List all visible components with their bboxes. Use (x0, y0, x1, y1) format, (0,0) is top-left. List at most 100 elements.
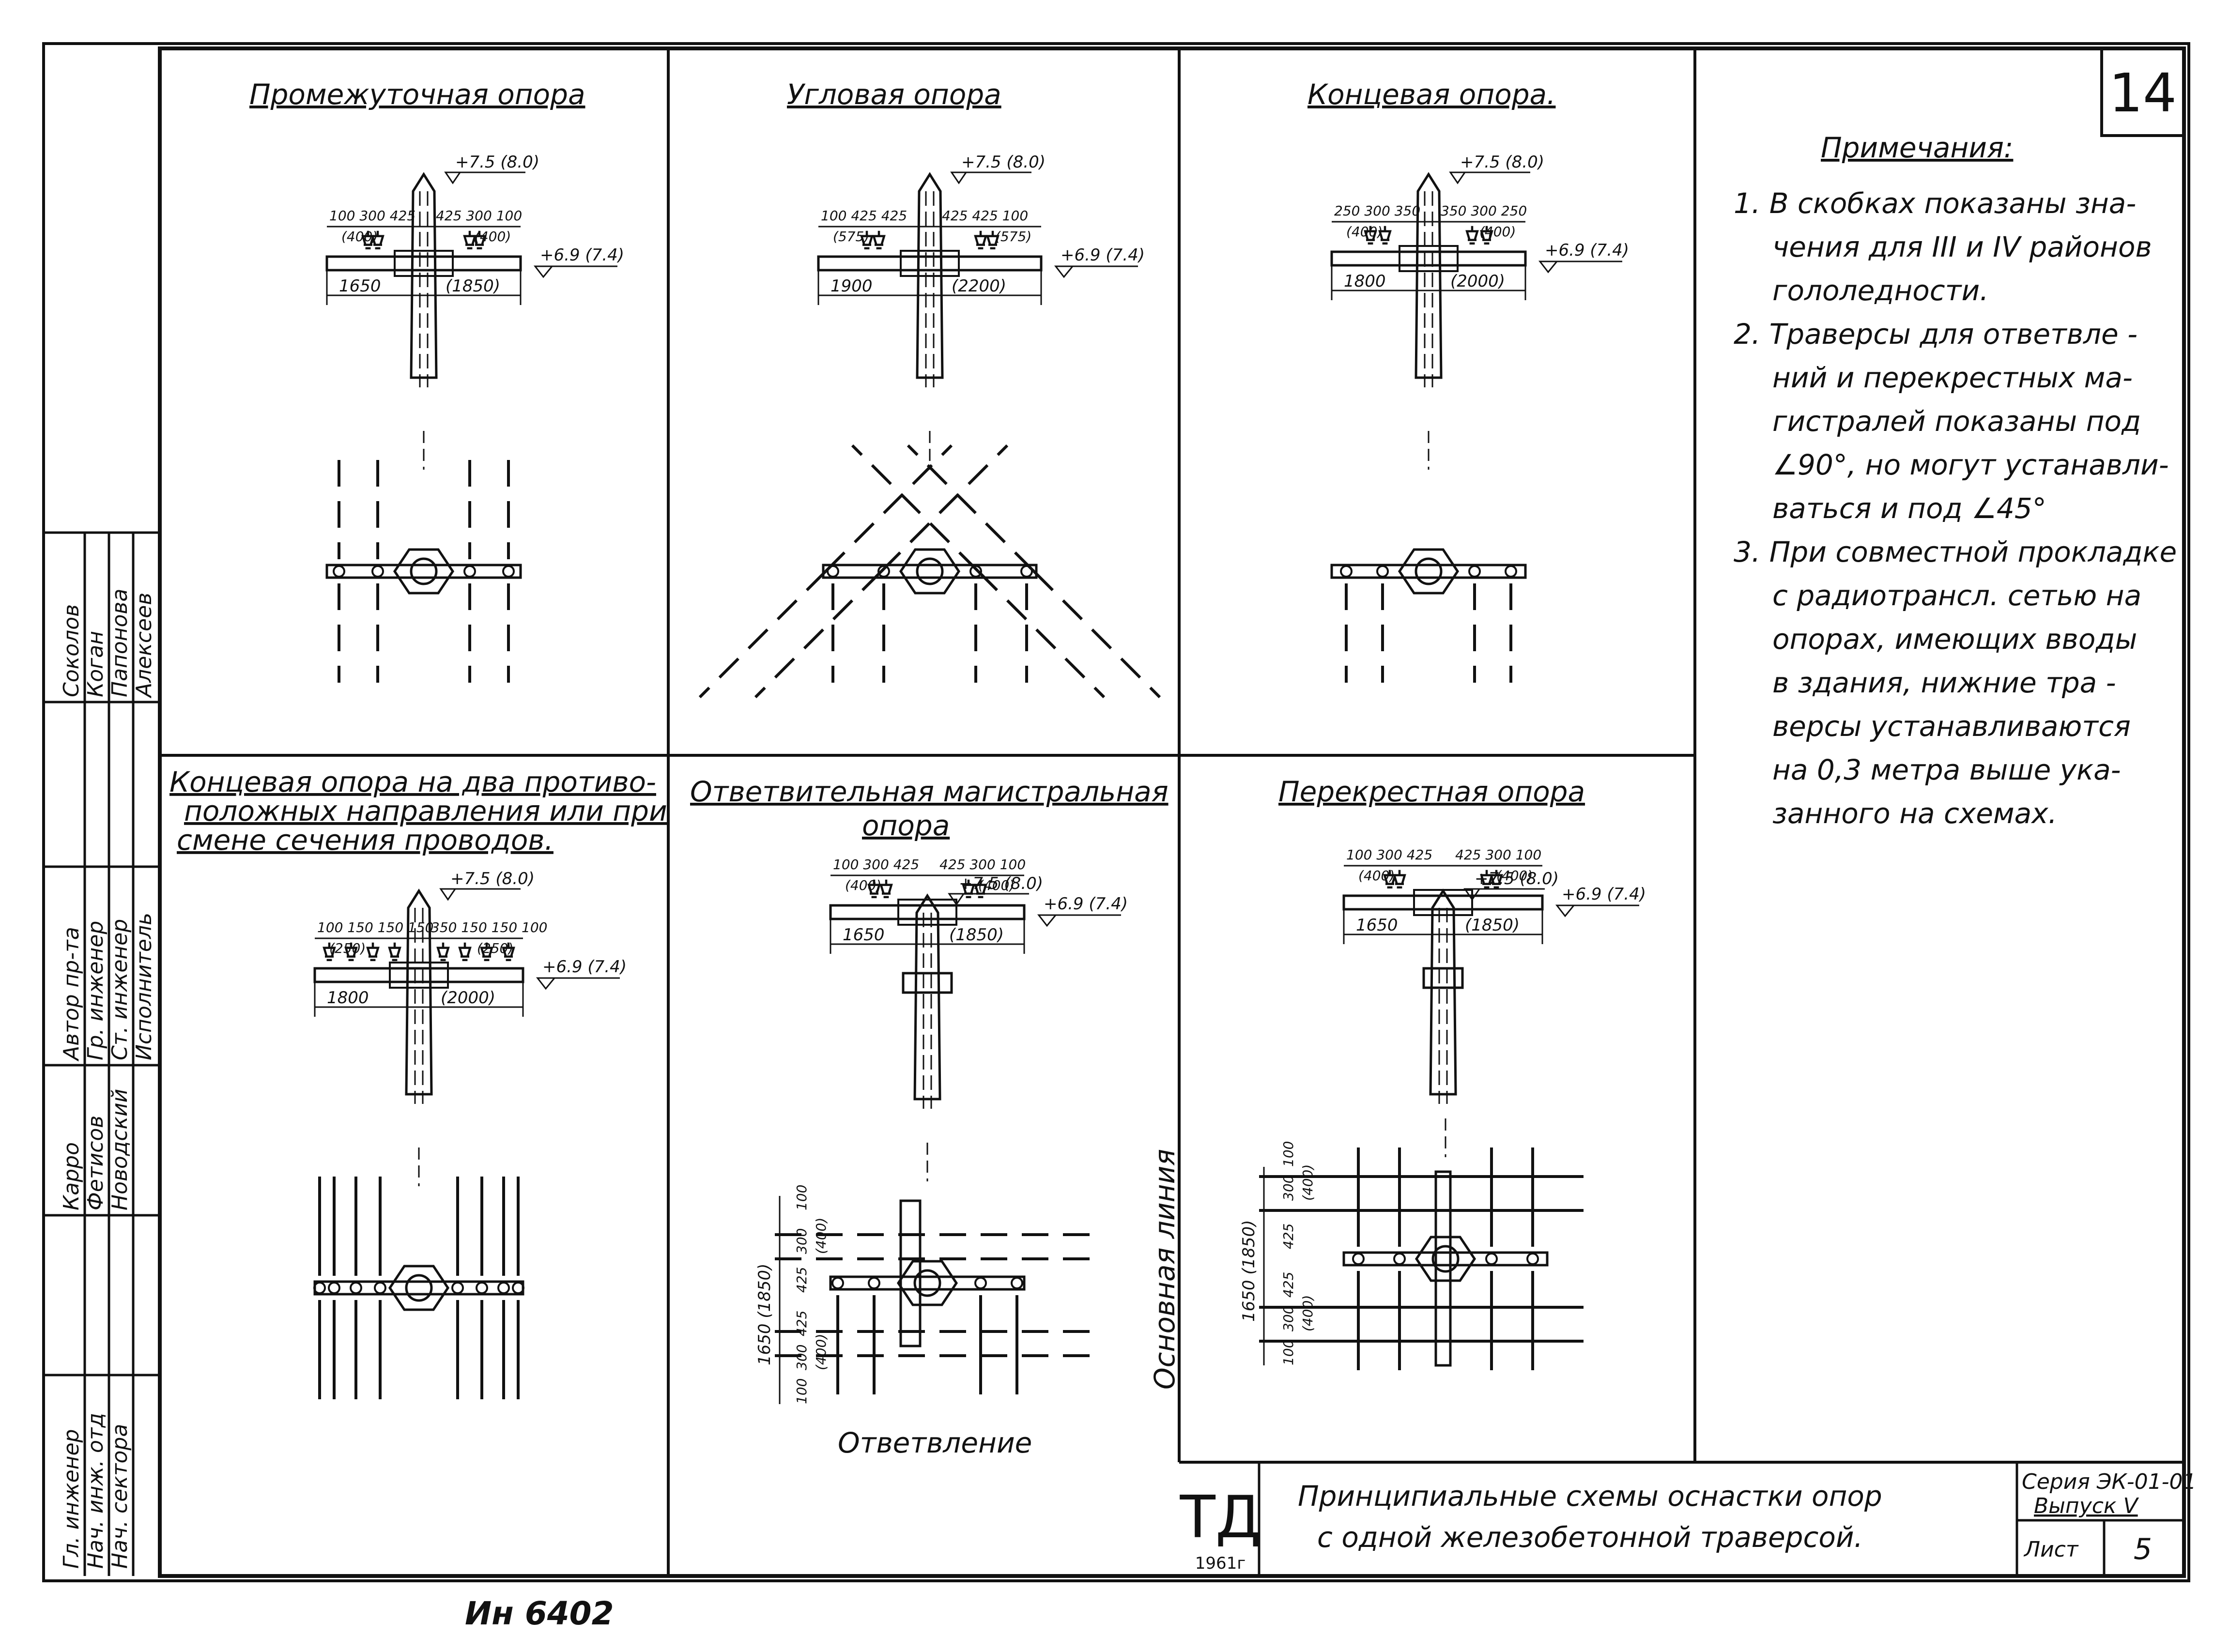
dimension-alt-right: (400) (978, 877, 1015, 893)
elevation-top: +7.5 (8.0) (959, 874, 1043, 893)
crossarm (817, 255, 1043, 272)
width-right: (2200) (952, 276, 1006, 296)
vd-b: 300 (1280, 1175, 1296, 1201)
elevation-top: +7.5 (8.0) (1460, 153, 1544, 172)
insulator-plan (313, 1282, 326, 1294)
dimension-left: 100 300 425 (833, 857, 919, 872)
stamp-name: Фетисов (83, 1116, 108, 1210)
elevation-top: +7.5 (8.0) (961, 153, 1046, 172)
elevation-top: +7.5 (8.0) (455, 153, 539, 172)
width-right: (2000) (441, 988, 495, 1008)
dimension-left: 100 150 150 150 (317, 919, 433, 935)
crossarm-plan (1330, 564, 1527, 579)
crossarm-clamp-lower (1422, 967, 1464, 989)
wire (1032, 570, 1161, 699)
vd-f: 100 (794, 1378, 810, 1404)
insulator-plan (333, 565, 345, 578)
pole-core (405, 1274, 433, 1302)
elevation-mark (533, 265, 617, 278)
notes-lines: 1. В скобках показаны зна-чения для III … (1734, 187, 2177, 830)
dimension-left: 250 300 350 (1334, 203, 1420, 219)
insulator-plan (476, 1282, 488, 1294)
dimension-right: 425 300 100 (939, 857, 1026, 872)
width-left: 1800 (327, 988, 369, 1008)
note-line: гололедности. (1772, 274, 1989, 307)
inventory-number: Ин 6402 (465, 1595, 614, 1632)
branch-label: Ответвление (838, 1426, 1032, 1459)
vd-b: 300 (794, 1228, 810, 1254)
panel-branch-pole: Ответвительная магистральная опора Основ… (690, 775, 1181, 1459)
elevation-mark (1555, 904, 1639, 918)
note-line: в здания, нижние тра - (1772, 666, 2116, 699)
panel-title-line2: положных направления или при (184, 795, 667, 827)
vd-e: 300 (794, 1345, 810, 1370)
vd-f: 100 (1280, 1340, 1296, 1365)
crossarm-plan (325, 564, 522, 579)
insulator-icon (389, 943, 400, 960)
insulator-plan (1505, 565, 1517, 578)
elevation-crossarm: +6.9 (7.4) (1545, 241, 1629, 260)
note-line: версы устанавливаются (1772, 710, 2131, 743)
pole-shaft (1429, 888, 1457, 1096)
insulator-plan (969, 565, 982, 578)
width-left: 1650 (843, 925, 885, 945)
elevation-mark (1037, 914, 1121, 927)
note-line: ний и перекрестных ма- (1772, 361, 2133, 394)
pole-plan (899, 548, 961, 595)
panel-title: Концевая опора. (1307, 78, 1555, 111)
pole-shaft (405, 888, 433, 1096)
note-line: 1. В скобках показаны зна- (1734, 187, 2136, 220)
elevation-mark (439, 888, 521, 901)
dimension-alt-right: (400) (1479, 224, 1516, 240)
panel-title-line1: Концевая опора на два противо- (169, 765, 656, 798)
insulator-plan (877, 565, 890, 578)
vertical-dimension: 1650 (1850) (755, 1264, 774, 1365)
dimension-alt-left: (400) (1358, 868, 1395, 884)
dimension-alt-right: (250) (477, 940, 513, 956)
note-line: гистралей показаны под (1772, 405, 2141, 438)
elevation-mark (444, 171, 525, 184)
elevation-crossarm: +6.9 (7.4) (1061, 245, 1145, 265)
insulator-plan (1526, 1253, 1539, 1265)
dimension-alt-left: (575) (833, 229, 869, 245)
elevation-crossarm: +6.9 (7.4) (542, 957, 627, 977)
insulator-plan (350, 1282, 362, 1294)
dimension-right: 425 425 100 (942, 208, 1028, 224)
pole-core (913, 1269, 941, 1297)
note-line: на 0,3 метра выше ука- (1772, 753, 2121, 786)
panel-title-line3: смене сечения проводов. (177, 824, 554, 857)
crossarm-clamp (394, 250, 454, 277)
vd-d: 425 (1280, 1272, 1296, 1298)
insulator-plan (1468, 565, 1481, 578)
elevation-mark (536, 977, 620, 990)
insulator-plan (1352, 1253, 1365, 1265)
wire (824, 444, 953, 573)
elevation-mark (1463, 888, 1545, 901)
dimension-alt-left: (400) (341, 229, 378, 245)
elevation-mark (948, 893, 1029, 906)
insulator-icon (1394, 870, 1405, 887)
insulator-icon (975, 231, 986, 248)
wire (907, 444, 1035, 573)
dimension-alt-left: (400) (1346, 224, 1383, 240)
elevation-crossarm: +6.9 (7.4) (1562, 885, 1646, 904)
panel-title: Промежуточная опора (249, 78, 585, 111)
crossarm-clamp (1413, 889, 1473, 916)
stamp-name: Карро (59, 1142, 84, 1210)
pole-shaft (410, 172, 438, 379)
vd-h: (400) (1300, 1295, 1316, 1331)
crossarm (829, 904, 1026, 920)
note-line: опорах, имеющих вводы (1772, 623, 2137, 656)
crossarm-clamp (900, 250, 960, 277)
elevation-top: +7.5 (8.0) (1475, 869, 1559, 888)
width-right: (1850) (949, 925, 1004, 945)
pole-core (410, 557, 438, 585)
note-line: ваться и под ∠45° (1772, 492, 2046, 525)
dimension-alt-right: (400) (475, 229, 511, 245)
vd-g: (400) (813, 1218, 829, 1254)
vd-d: 425 (794, 1311, 810, 1336)
